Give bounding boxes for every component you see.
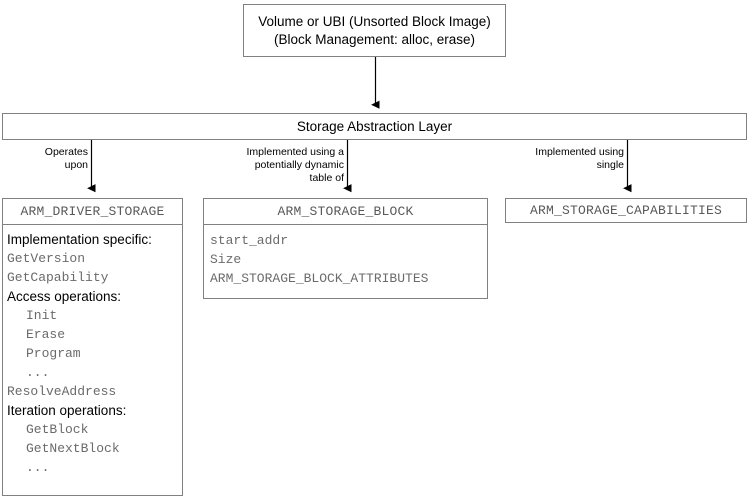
- arm-driver-storage-member-8: ResolveAddress: [7, 384, 117, 399]
- arm-storage-capabilities-node: ARM_STORAGE_CAPABILITIES: [505, 198, 747, 223]
- edge-label-implemented-single: Implemented using single: [464, 146, 624, 172]
- arm-driver-storage-member-5: Erase: [26, 327, 66, 342]
- arm-driver-storage-member-12: ...: [26, 460, 50, 475]
- arm-driver-storage-section-3: Access operations:: [7, 289, 122, 304]
- arm-driver-storage-member-2: GetCapability: [7, 270, 109, 285]
- volume-ubi-line-1: Volume or UBI (Unsorted Block Image): [258, 13, 491, 29]
- arm-driver-storage-node: ARM_DRIVER_STORAGE Implementation specif…: [2, 198, 183, 496]
- arm-storage-block-title: ARM_STORAGE_BLOCK: [277, 204, 414, 219]
- edge-label-operates-upon: Operates upon: [6, 146, 88, 172]
- arm-storage-block-member-1: Size: [210, 252, 242, 267]
- arm-driver-storage-member-10: GetBlock: [26, 422, 89, 437]
- storage-abstraction-layer-node: Storage Abstraction Layer: [2, 113, 747, 140]
- edge-label-implemented-table-line-1: Implemented using a: [246, 146, 344, 158]
- edge-label-operates-upon-line-1: Operates: [44, 146, 88, 158]
- arm-driver-storage-member-6: Program: [26, 346, 81, 361]
- edge-label-implemented-table: Implemented using a potentially dynamic …: [214, 146, 344, 185]
- edge-label-implemented-table-line-3: table of: [309, 172, 344, 184]
- edge-label-implemented-single-line-1: Implemented using: [535, 146, 624, 158]
- arm-driver-storage-member-4: Init: [26, 308, 58, 323]
- storage-abstraction-layer-title: Storage Abstraction Layer: [296, 119, 453, 134]
- arm-driver-storage-member-7: ...: [26, 365, 50, 380]
- arm-storage-capabilities-title: ARM_STORAGE_CAPABILITIES: [529, 203, 723, 218]
- arm-driver-storage-section-9: Iteration operations:: [7, 403, 127, 418]
- arm-storage-block-member-0: start_addr: [210, 233, 289, 248]
- edge-label-implemented-table-line-2: potentially dynamic: [254, 159, 344, 171]
- arm-driver-storage-section-0: Implementation specific:: [7, 232, 152, 247]
- edge-label-operates-upon-line-2: upon: [64, 159, 88, 171]
- arm-driver-storage-member-11: GetNextBlock: [26, 441, 120, 456]
- arm-driver-storage-member-1: GetVersion: [7, 251, 86, 266]
- arm-storage-block-member-2: ARM_STORAGE_BLOCK_ATTRIBUTES: [210, 271, 429, 286]
- arm-driver-storage-title: ARM_DRIVER_STORAGE: [20, 204, 165, 219]
- volume-ubi-line-2: (Block Management: alloc, erase): [273, 31, 476, 47]
- edge-label-implemented-single-line-2: single: [596, 159, 624, 171]
- arm-storage-block-header: ARM_STORAGE_BLOCK: [204, 199, 487, 225]
- volume-ubi-node: Volume or UBI (Unsorted Block Image) (Bl…: [243, 4, 506, 57]
- arm-driver-storage-header: ARM_DRIVER_STORAGE: [3, 199, 182, 225]
